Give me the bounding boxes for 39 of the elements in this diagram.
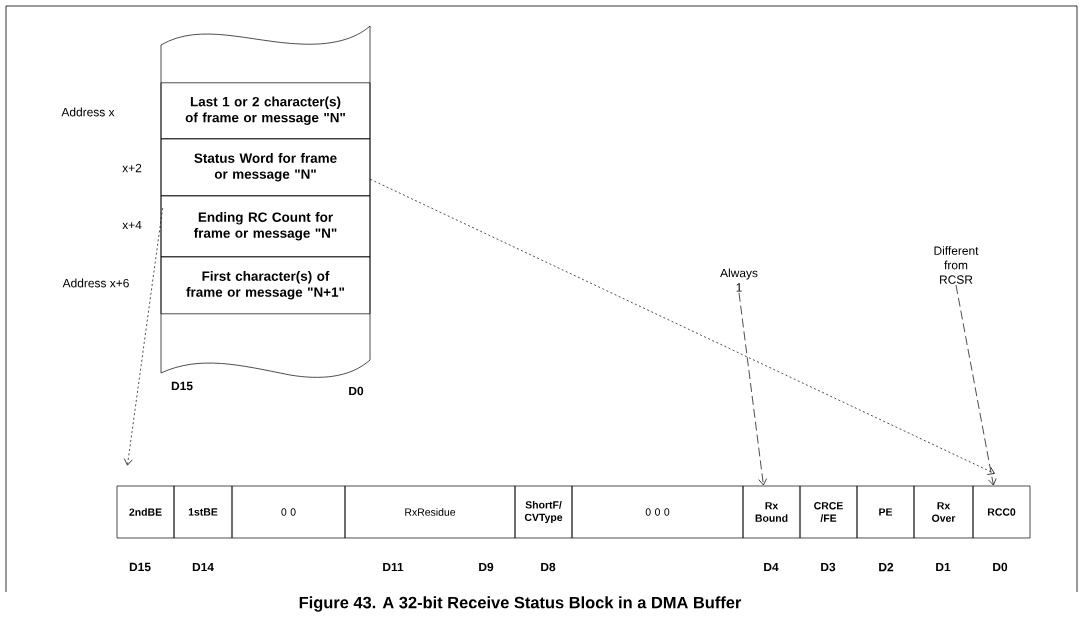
- note-text: Different from RCSR: [934, 246, 979, 284]
- bit-label: D8: [541, 562, 556, 572]
- bit-label: D9: [479, 562, 494, 572]
- arrow: [370, 178, 995, 475]
- bit-label: D0: [349, 386, 364, 396]
- bit-field-cell: 2ndBE: [116, 485, 175, 539]
- address-label: x+4: [122, 220, 142, 230]
- caption: Figure 43. A 32-bit Receive Status Block in a DMA Buffer: [299, 596, 742, 612]
- memory-row: First character(s) of frame or message "N+1": [160, 256, 371, 315]
- arrow: [123, 207, 163, 466]
- address-label: x+2: [122, 163, 142, 173]
- bit-label: D1: [936, 562, 951, 572]
- address-label: Address x: [61, 107, 115, 117]
- bit-field-cell: ShortF/ CVType: [514, 485, 573, 539]
- memory-row: Last 1 or 2 character(s) of frame or message "N": [160, 82, 371, 140]
- bit-field-cell: Rx Over: [913, 485, 974, 539]
- bit-label: D15: [171, 381, 193, 391]
- leader-line: [738, 292, 767, 486]
- note-text: Always 1: [720, 268, 758, 292]
- memory-row: Status Word for frame or message "N": [160, 138, 371, 197]
- bit-field-cell: Rx Bound: [742, 485, 801, 539]
- bit-label: D4: [764, 562, 779, 572]
- leader-line: [955, 284, 997, 486]
- bit-field-cell: 0 0 0: [571, 485, 744, 539]
- bit-label: D14: [192, 562, 214, 572]
- bit-label: D0: [993, 562, 1008, 572]
- bit-label: D2: [879, 562, 894, 572]
- bit-field-cell: 0 0: [231, 485, 346, 539]
- bit-label: D11: [383, 562, 404, 572]
- bit-field-cell: CRCE /FE: [799, 485, 858, 539]
- bit-label: D3: [821, 562, 836, 572]
- bit-field-cell: RCC0: [972, 485, 1031, 539]
- bit-label: D15: [129, 562, 151, 572]
- bit-field-cell: PE: [856, 485, 915, 539]
- memory-column: [160, 25, 371, 378]
- bit-field-cell: 1stBE: [173, 485, 233, 539]
- memory-row: Ending RC Count for frame or message "N": [160, 195, 371, 258]
- bit-field-cell: RxResidue: [344, 485, 516, 539]
- address-label: Address x+6: [62, 278, 129, 288]
